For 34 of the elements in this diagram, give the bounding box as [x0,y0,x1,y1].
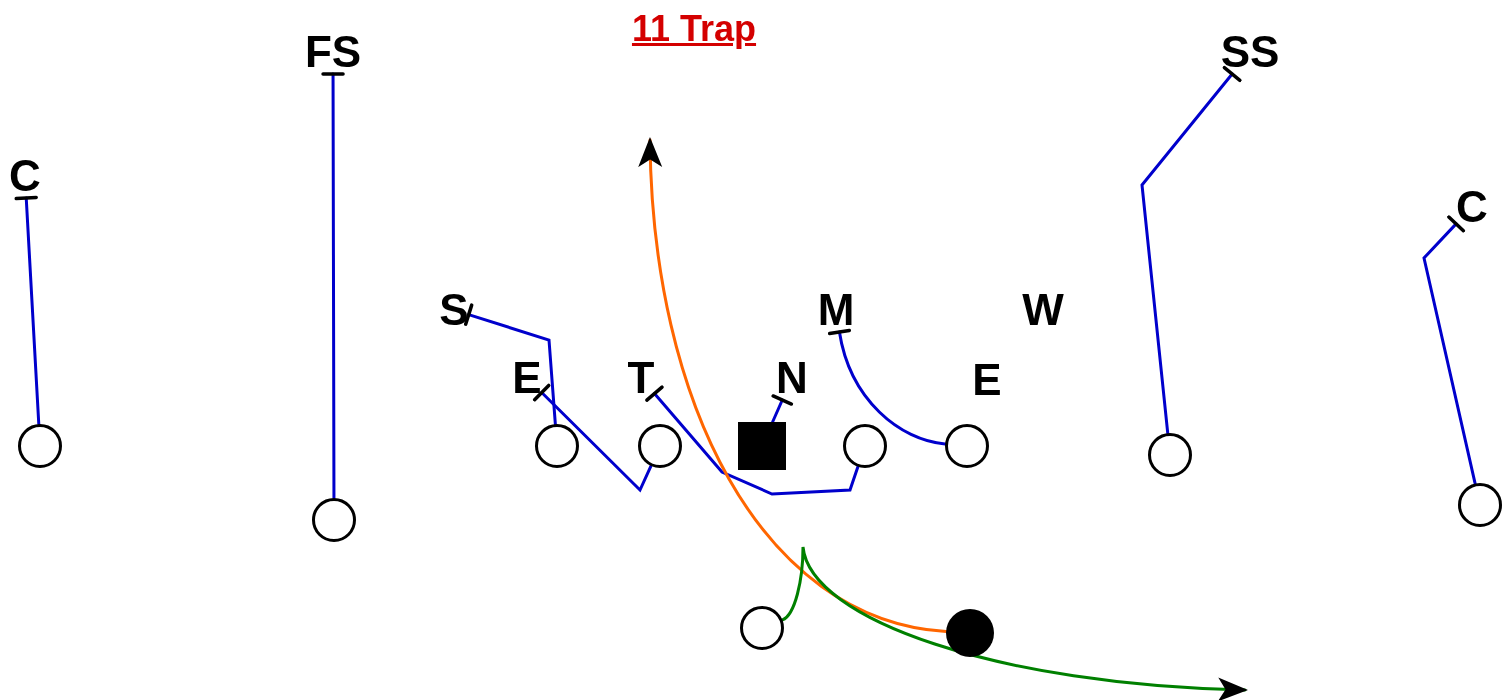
block-line [532,383,653,493]
position-label: M [817,288,855,332]
route-arrow [780,545,1248,700]
center-square [738,422,786,470]
position-label: C [1456,185,1488,229]
position-label: SS [1220,30,1280,74]
play-title: 11 Trap [631,8,757,50]
position-label: S [439,288,469,332]
block-line [14,195,41,426]
block-line [645,385,860,496]
block-line [771,394,794,424]
position-label: E [512,356,542,400]
block-line [321,72,345,500]
player-circle [535,424,579,468]
ball-carrier-marker [946,609,994,657]
block-line [1422,215,1477,486]
player-circle [740,606,784,650]
player-circle [1148,433,1192,477]
player-circle [843,424,887,468]
player-circle [638,424,682,468]
player-circle [18,424,62,468]
player-circle [1458,483,1502,527]
block-line [827,328,947,446]
position-label: C [9,154,41,198]
player-circle [312,498,356,542]
route-arrow [639,137,948,633]
block-line [463,303,557,426]
player-circle [945,424,989,468]
position-label: FS [304,30,362,74]
position-label: W [1022,288,1064,332]
position-label: E [972,358,1002,402]
position-label: T [627,356,655,400]
block-line [1140,65,1242,435]
position-label: N [776,356,808,400]
